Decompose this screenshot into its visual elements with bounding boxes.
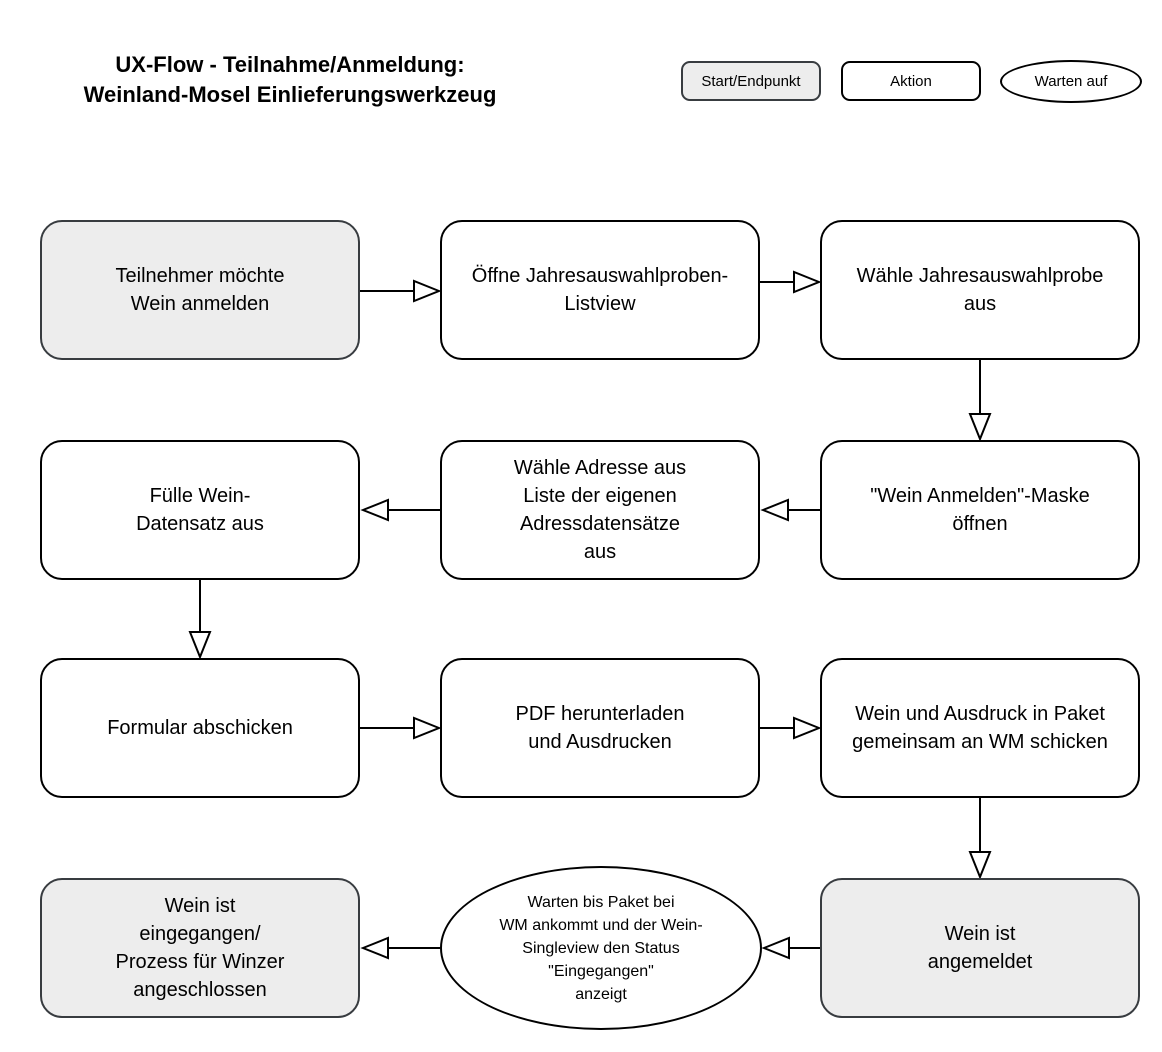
- page-title: UX-Flow - Teilnahme/Anmeldung: Weinland-…: [83, 52, 497, 107]
- arrow-wait-package-to-wine-received: [360, 936, 440, 960]
- arrow-download-pdf-to-send-package: [760, 716, 822, 740]
- arrow-wine-registered-to-wait-package: [761, 936, 820, 960]
- node-open-wein-anmelden-maske: "Wein Anmelden"-Maske öffnen: [820, 440, 1140, 580]
- arrow-send-package-to-wine-registered: [968, 798, 992, 880]
- node-open-listview: Öffne Jahresauswahlproben- Listview: [440, 220, 760, 360]
- node-fill-wein-datensatz: Fülle Wein- Datensatz aus: [40, 440, 360, 580]
- legend-action: Aktion: [841, 61, 981, 101]
- node-start-teilnehmer: Teilnehmer möchte Wein anmelden: [40, 220, 360, 360]
- arrow-open-listview-to-choose-probe: [760, 270, 822, 294]
- node-wait-for-package: Warten bis Paket bei WM ankommt und der …: [440, 866, 762, 1030]
- node-choose-address: Wähle Adresse aus Liste der eigenen Adre…: [440, 440, 760, 580]
- node-wein-eingegangen: Wein ist eingegangen/ Prozess für Winzer…: [40, 878, 360, 1018]
- legend-wait: Warten auf: [1000, 60, 1142, 103]
- arrow-open-mask-to-choose-address: [760, 498, 820, 522]
- arrow-choose-address-to-fill-record: [360, 498, 440, 522]
- arrow-choose-probe-to-open-mask: [968, 360, 992, 442]
- legend-start-endpoint: Start/Endpunkt: [681, 61, 821, 101]
- node-download-pdf: PDF herunterladen und Ausdrucken: [440, 658, 760, 798]
- arrow-start-to-open-listview: [360, 279, 442, 303]
- node-send-package: Wein und Ausdruck in Paket gemeinsam an …: [820, 658, 1140, 798]
- node-choose-jahresauswahlprobe: Wähle Jahresauswahlprobe aus: [820, 220, 1140, 360]
- arrow-submit-form-to-download-pdf: [360, 716, 442, 740]
- node-wein-angemeldet: Wein ist angemeldet: [820, 878, 1140, 1018]
- node-submit-form: Formular abschicken: [40, 658, 360, 798]
- arrow-fill-record-to-submit-form: [188, 580, 212, 660]
